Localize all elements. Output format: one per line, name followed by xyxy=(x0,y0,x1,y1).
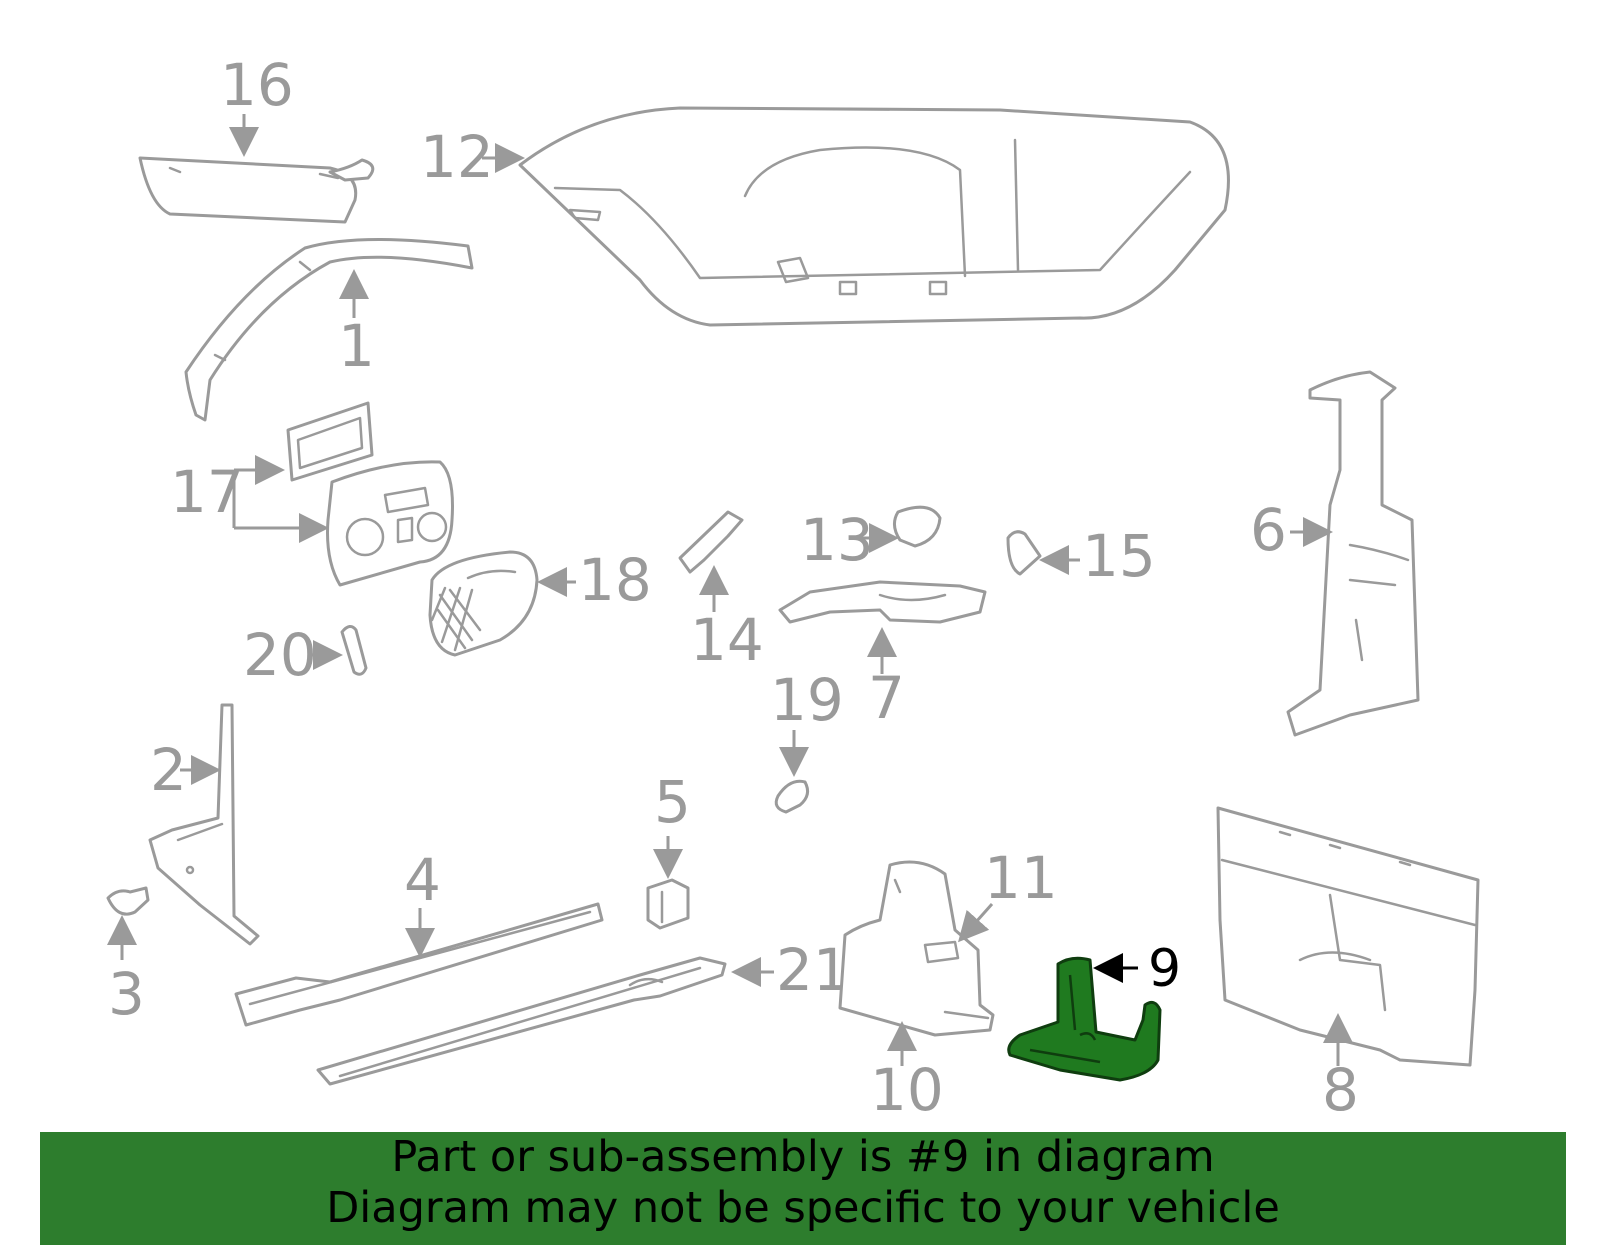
callout-5: 5 xyxy=(654,768,691,836)
callout-20: 20 xyxy=(243,621,317,689)
part-17-overhead-console xyxy=(286,401,454,587)
part-5-clip xyxy=(646,878,690,930)
callout-13: 13 xyxy=(800,506,874,574)
callout-14: 14 xyxy=(690,606,764,674)
part-8-rear-panel xyxy=(1216,806,1480,1067)
callout-11: 11 xyxy=(984,844,1058,912)
callout-19: 19 xyxy=(770,666,844,734)
part-1-a-pillar-trim xyxy=(184,237,474,422)
callout-4: 4 xyxy=(404,846,441,914)
callout-9: 9 xyxy=(1148,939,1181,999)
part-4-sill-plate xyxy=(234,902,604,1027)
part-16-sun-visor xyxy=(138,156,375,224)
callout-6: 6 xyxy=(1250,496,1287,564)
callout-7: 7 xyxy=(868,664,905,732)
callout-8: 8 xyxy=(1322,1056,1359,1124)
part-3-push-pin xyxy=(106,886,150,916)
callout-17: 17 xyxy=(170,458,244,526)
callout-21: 21 xyxy=(776,936,850,1004)
part-12-headliner xyxy=(518,106,1230,327)
callout-15: 15 xyxy=(1082,522,1156,590)
part-9-highlighted xyxy=(1007,956,1162,1082)
info-banner: Part or sub-assembly is #9 in diagram Di… xyxy=(40,1132,1566,1245)
callout-1: 1 xyxy=(338,312,375,380)
banner-line-2: Diagram may not be specific to your vehi… xyxy=(326,1183,1280,1233)
callout-3: 3 xyxy=(108,960,145,1028)
part-6-b-pillar-trim xyxy=(1286,370,1420,737)
callout-16: 16 xyxy=(220,51,294,119)
part-7-grab-handle xyxy=(778,580,987,624)
banner-line-1: Part or sub-assembly is #9 in diagram xyxy=(391,1132,1215,1182)
callout-11-arrow xyxy=(958,903,994,943)
part-21-scuff-plate xyxy=(316,956,727,1086)
callout-12: 12 xyxy=(420,123,494,191)
part-10-seat-belt-cover xyxy=(838,860,995,1037)
part-20-bulb xyxy=(340,625,368,676)
callout-10: 10 xyxy=(870,1056,944,1124)
part-18-dome-lamp xyxy=(428,550,539,657)
part-14-bracket xyxy=(678,510,744,574)
part-2-pillar-trim xyxy=(148,703,260,946)
part-19-bulb xyxy=(774,779,810,814)
part-15-clip xyxy=(1006,530,1042,576)
part-13-clip xyxy=(893,505,942,548)
callout-18: 18 xyxy=(578,546,652,614)
